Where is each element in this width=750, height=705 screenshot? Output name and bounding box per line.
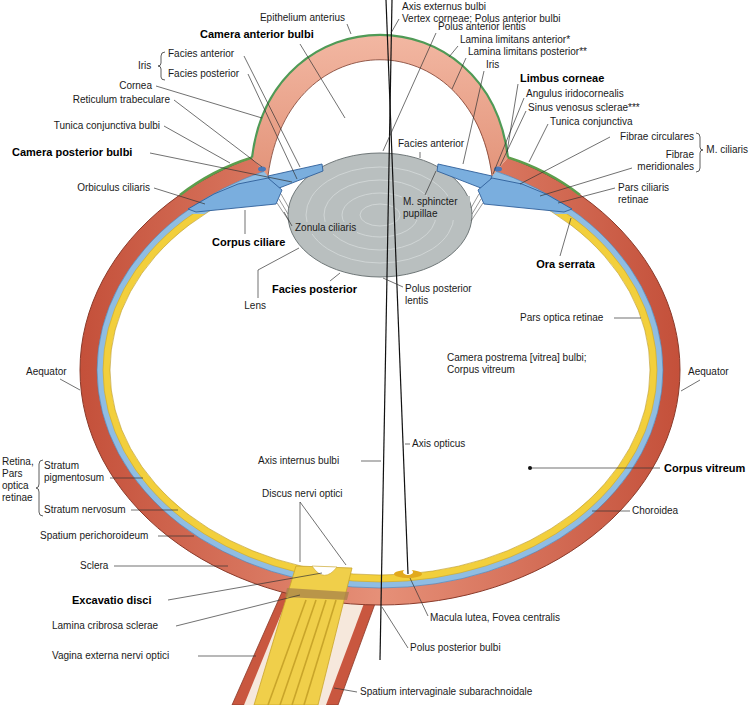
part-label: Stratum nervosum (44, 504, 126, 516)
optic-disc (254, 566, 352, 705)
part-label: Lens (244, 300, 266, 312)
part-label: Excavatio disci (72, 594, 152, 607)
part-label: M. ciliaris (706, 144, 748, 156)
part-label: Angulus iridocornealis (526, 88, 624, 100)
part-label: Lamina cribrosa sclerae (52, 620, 158, 632)
zonular-fibres (277, 194, 483, 221)
leader-dot (528, 466, 532, 470)
bracket (36, 52, 703, 516)
part-label: Facies anterior (168, 48, 234, 60)
part-label: Retina, Pars optica retinae (2, 456, 38, 504)
part-label: Facies posterior (272, 283, 357, 296)
part-label: Iris (138, 60, 151, 72)
part-label: Orbiculus ciliaris (77, 182, 150, 194)
part-label: Stratum pigmentosum (44, 460, 110, 484)
part-label: Lamina limitans anterior* (460, 34, 570, 46)
part-label: Sclera (80, 560, 108, 572)
iris (268, 164, 492, 190)
part-label: Aequator (688, 366, 729, 378)
part-label: Facies anterior (398, 138, 464, 150)
part-label: Zonula ciliaris (294, 222, 357, 234)
part-label: Polus anterior lentis (438, 21, 526, 33)
part-label: Axis opticus (412, 438, 465, 450)
part-label: Tunica conjunctiva (550, 116, 632, 128)
part-label: Corpus ciliare (212, 236, 285, 249)
part-label: Camera postrema [vitrea] bulbi; Corpus v… (447, 352, 607, 376)
part-label: Polus posterior lentis (405, 283, 479, 307)
leader-line (60, 19, 700, 692)
part-label: Facies posterior (168, 68, 239, 80)
part-label: Ora serrata (536, 258, 595, 271)
part-label: M. sphincter pupillae (402, 196, 470, 220)
part-label: Discus nervi optici (262, 488, 343, 500)
part-label: Sinus venosus sclerae*** (528, 102, 640, 114)
part-label: Axis internus bulbi (258, 455, 339, 467)
part-label: Axis externus bulbi (402, 1, 486, 13)
eyeball-wall (80, 135, 680, 605)
part-label: Limbus corneae (520, 72, 604, 85)
part-label: Choroidea (632, 505, 678, 517)
sinus-venosus (258, 167, 266, 172)
part-label: Pars optica retinae (520, 312, 603, 324)
part-label: Polus posterior bulbi (410, 642, 501, 654)
ciliary-body (188, 178, 572, 212)
part-label: Camera anterior bulbi (200, 28, 314, 41)
part-label: Spatium perichoroideum (40, 530, 148, 542)
part-label: Cornea (119, 80, 152, 92)
part-label: Aequator (26, 366, 67, 378)
part-label: Lamina limitans posterior** (468, 46, 587, 58)
axis-line (386, 0, 408, 574)
part-label: Tunica conjunctiva bulbi (54, 120, 160, 132)
part-label: Fibrae meridionales (632, 149, 694, 173)
part-label: Epithelium anterius (260, 12, 345, 24)
part-label: Camera posterior bulbi (12, 146, 132, 159)
part-label: Iris (486, 59, 499, 71)
part-label: Vagina externa nervi optici (52, 650, 169, 662)
part-label: Reticulum trabeculare (73, 94, 170, 106)
part-label: Corpus vitreum (664, 462, 745, 475)
part-label: Fibrae circulares (620, 131, 694, 143)
part-label: Pars ciliaris retinae (618, 182, 684, 206)
part-label: Macula lutea, Fovea centralis (430, 612, 560, 624)
part-label: Spatium intervaginale subarachnoidale (360, 686, 532, 698)
